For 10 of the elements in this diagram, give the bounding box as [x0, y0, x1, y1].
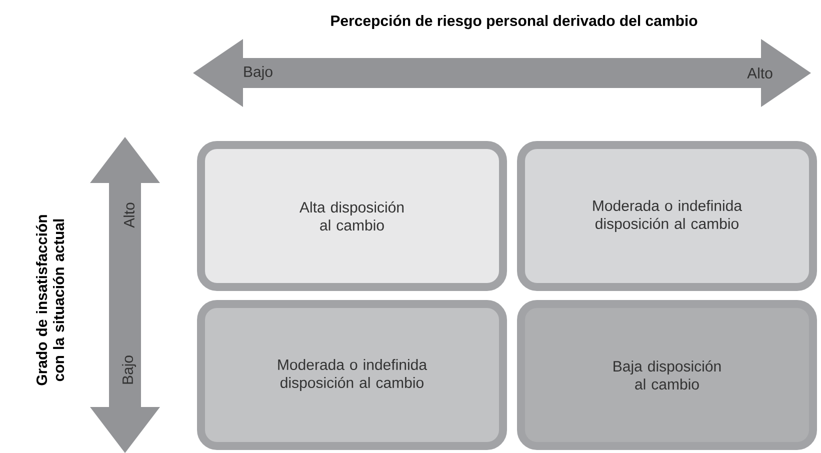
axis-title: Grado de insatisfacción con la situación actual	[36, 215, 64, 386]
quadrant-box: Baja disposición al cambio	[517, 300, 817, 450]
quadrant-box: Moderada o indefinida disposición al cambio	[197, 300, 507, 450]
axis-label: Alto	[747, 68, 772, 78]
axis-label: Bajo	[122, 356, 136, 384]
quadrant-box: Moderada o indefinida disposición al cambio	[517, 141, 817, 291]
axis-title: Percepción de riesgo personal derivado del cambio	[331, 14, 698, 30]
axis-label: Bajo	[244, 66, 272, 80]
axis-label: Alto	[124, 202, 134, 228]
quadrant-box: Alta disposición al cambio	[197, 141, 507, 291]
